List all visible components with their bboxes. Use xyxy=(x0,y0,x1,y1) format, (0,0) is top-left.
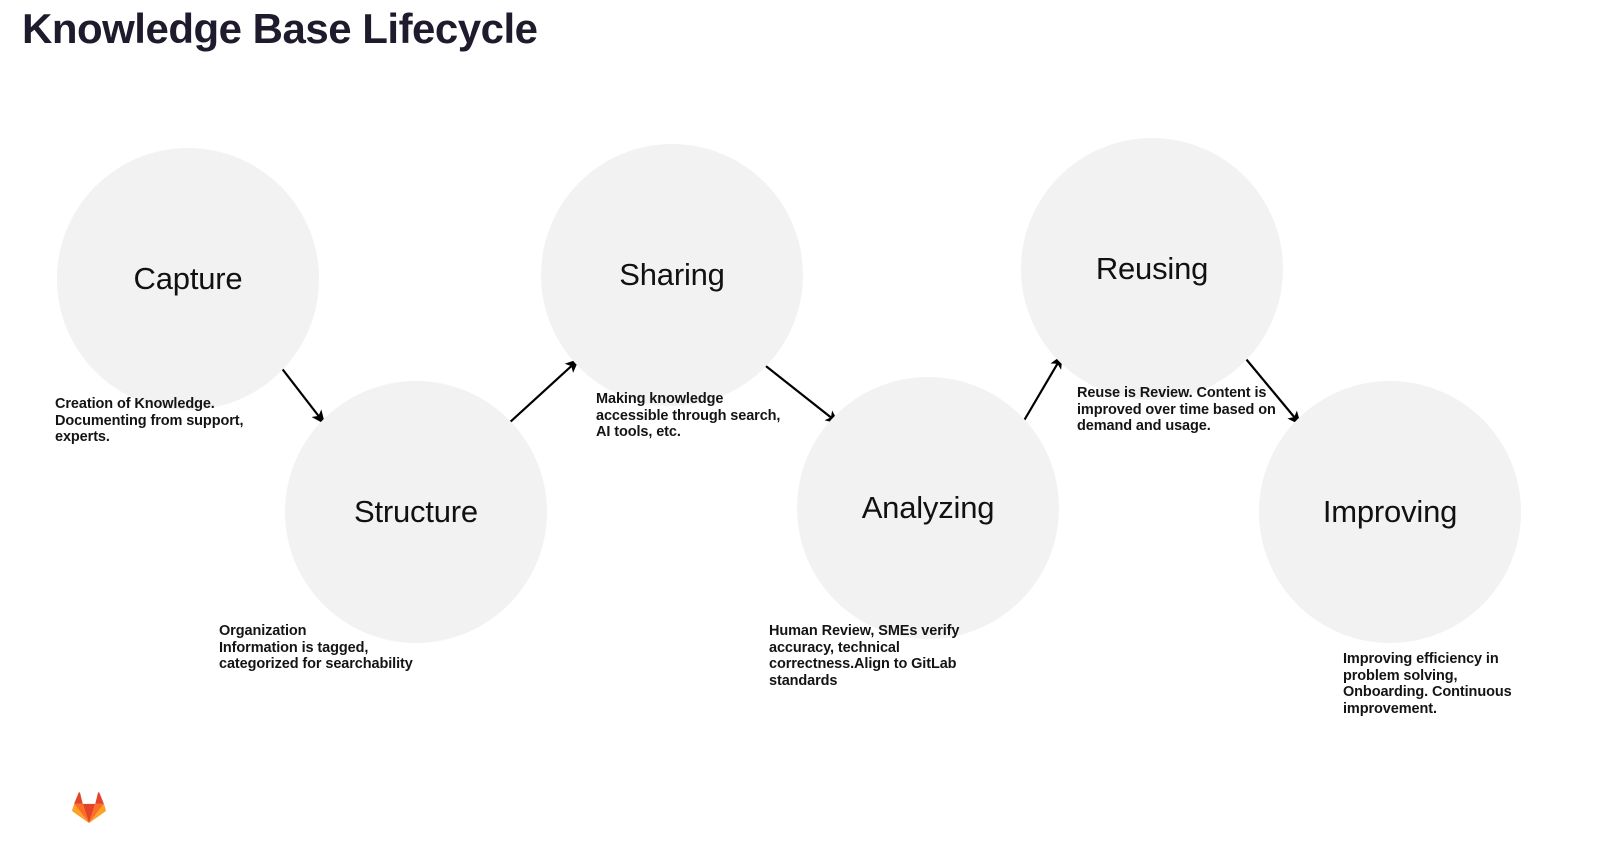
edge-analyzing-to-reusing xyxy=(1021,354,1063,425)
logo-left-horn xyxy=(72,803,89,824)
gitlab-tanuki-logo xyxy=(72,792,106,824)
node-label-improving: Improving xyxy=(1322,494,1458,529)
capture-note: Creation of Knowledge. Documenting from … xyxy=(55,396,244,445)
reusing-note: Reuse is Review. Content is improved ove… xyxy=(1077,385,1276,434)
logo-right-horn xyxy=(89,803,106,824)
logo-right-top xyxy=(95,792,104,804)
node-label-reusing: Reusing xyxy=(1095,251,1209,286)
node-sharing[interactable]: Sharing xyxy=(541,144,803,406)
analyzing-note: Human Review, SMEs verify accuracy, tech… xyxy=(769,623,960,689)
sharing-note: Making knowledge accessible through sear… xyxy=(596,391,781,440)
node-label-sharing: Sharing xyxy=(619,257,725,292)
node-label-structure: Structure xyxy=(354,494,478,529)
node-reusing[interactable]: Reusing xyxy=(1021,138,1283,400)
node-label-analyzing: Analyzing xyxy=(861,490,995,525)
node-improving[interactable]: Improving xyxy=(1259,381,1521,643)
logo-center-triangle xyxy=(82,803,96,824)
node-structure[interactable]: Structure xyxy=(285,381,547,643)
node-capture[interactable]: Capture xyxy=(57,148,319,410)
node-label-capture: Capture xyxy=(133,261,243,296)
logo-left-top xyxy=(74,792,83,804)
node-analyzing[interactable]: Analyzing xyxy=(797,377,1059,639)
structure-note: Organization Information is tagged, cate… xyxy=(219,623,413,672)
page-title: Knowledge Base Lifecycle xyxy=(22,5,538,52)
improving-note: Improving efficiency in problem solving,… xyxy=(1343,651,1512,717)
edge-structure-to-sharing xyxy=(507,358,580,425)
edge-capture-to-structure xyxy=(279,365,326,425)
